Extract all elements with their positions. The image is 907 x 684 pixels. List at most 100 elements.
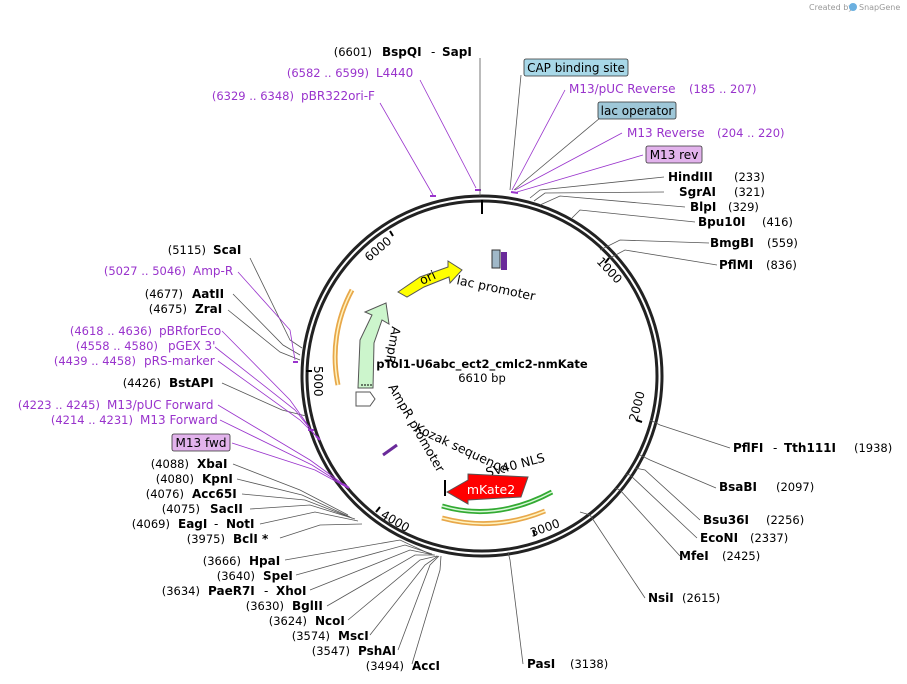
- tick-4000-mark: [375, 506, 381, 513]
- site-bsu36i: Bsu36I: [703, 513, 749, 527]
- right-site-labels: HindIII (233) SgrAI (321) BlpI (329) Bpu…: [527, 170, 892, 671]
- lac-operator-label: lac operator: [601, 104, 674, 118]
- tick-2000-mark: [635, 419, 643, 423]
- lac-promoter-label: lac promoter: [455, 272, 537, 303]
- site-blpi-pos: (329): [728, 200, 759, 214]
- m13-rev-box: [645, 145, 703, 164]
- plasmid-name: pTol1-U6abc_ect2_cmlc2-nmKate: [376, 357, 588, 372]
- site-sapi: SapI: [442, 45, 472, 59]
- site-sacii: SacII: [210, 502, 243, 516]
- tick-5000: 5000: [311, 366, 325, 397]
- site-pshai-pos: (3547): [312, 644, 350, 658]
- primer-m13-reverse: M13 Reverse: [627, 126, 705, 140]
- ampr-promoter-mark: [382, 443, 398, 457]
- credit-text: Created by: [809, 3, 853, 12]
- snapgene-logo-icon: [849, 3, 857, 11]
- site-hpai: HpaI: [249, 554, 280, 568]
- site-xbai-pos: (4088): [151, 457, 189, 471]
- site-econi-pos: (2337): [750, 531, 788, 545]
- right-leaders: [479, 58, 731, 665]
- site-acc65i: Acc65I: [192, 487, 237, 501]
- ori-feature: [397, 260, 463, 298]
- site-hindiii: HindIII: [668, 170, 713, 184]
- primer-pbrforeco-range: (4618 .. 4636): [70, 324, 152, 338]
- primer-prs-marker-range: (4439 .. 4458): [54, 354, 136, 368]
- site-acc65i-pos: (4076): [146, 487, 184, 501]
- site-econi: EcoNI: [700, 531, 738, 545]
- site-bstapi-pos: (4426): [123, 376, 161, 390]
- site-spei: SpeI: [263, 569, 293, 583]
- box-leaders: [509, 74, 601, 191]
- site-tth111i-pos: (1938): [854, 441, 892, 455]
- site-sacii-pos: (4075): [162, 502, 200, 516]
- site-tth111i: Tth111I: [784, 441, 836, 455]
- cap-binding-box: [523, 58, 629, 77]
- primer-prs-marker: pRS-marker: [144, 354, 215, 368]
- m13-fwd-box: [171, 433, 231, 452]
- site-kpni: KpnI: [202, 472, 233, 486]
- site-pflmi-pos: (836): [766, 258, 797, 272]
- site-bsabi-pos: (2097): [776, 480, 814, 494]
- tick-4000: 4000: [379, 507, 412, 534]
- ampr-feature: [357, 302, 390, 389]
- site-paer7i-pos: (3634): [162, 584, 200, 598]
- site-pasi-pos: (3138): [570, 657, 608, 671]
- tick-3000: 3000: [528, 516, 561, 540]
- primer-pbrforeco: pBRforEco: [159, 324, 221, 338]
- primer-mark-m13fwd: [342, 483, 350, 489]
- ampr-label: AmpR: [383, 325, 404, 365]
- tick-6000-mark: [389, 230, 394, 237]
- primer-mark-m13rev: [510, 191, 519, 194]
- site-nsii: NsiI: [648, 591, 674, 605]
- site-zrai-pos: (4675): [149, 302, 187, 316]
- site-ncoi: NcoI: [315, 614, 345, 628]
- primer-ampr: Amp-R: [193, 264, 233, 278]
- site-sgrai-pos: (321): [734, 185, 765, 199]
- primer-pbr322ori-range: (6329 .. 6348): [212, 89, 294, 103]
- site-zrai: ZraI: [195, 302, 222, 316]
- primer-pgex: pGEX 3': [168, 339, 215, 353]
- mkate2-feature: [445, 473, 529, 505]
- orange-arc-left-core: [334, 289, 353, 386]
- credit-brand: SnapGene: [859, 3, 900, 12]
- site-sgrai: SgrAI: [679, 185, 716, 199]
- site-bpu10i: Bpu10I: [698, 215, 745, 229]
- orange-arc-left: [332, 288, 355, 386]
- site-aatii-pos: (4677): [145, 287, 183, 301]
- lac-promoter-mark: [501, 252, 507, 270]
- site-bpu10i-pos: (416): [762, 215, 793, 229]
- site-eagi-pos: (4069): [132, 517, 170, 531]
- site-pasi: PasI: [527, 657, 555, 671]
- site-mfei-pos: (2425): [722, 549, 760, 563]
- primer-l4440-range: (6582 .. 6599): [287, 66, 369, 80]
- site-pflfi-sep: -: [773, 441, 777, 455]
- site-bspqi: BspQI: [382, 45, 422, 59]
- cap-binding-label: CAP binding site: [527, 61, 625, 75]
- primer-m13-forward-range: (4214 .. 4231): [51, 413, 133, 427]
- site-paer7i-sep: -: [264, 584, 268, 598]
- site-scai-pos: (5115): [168, 243, 206, 257]
- primer-pgex-range: (4558 .. 4580): [76, 339, 158, 353]
- site-bspqi-pos: (6601): [334, 45, 372, 59]
- site-bglii: BglII: [292, 599, 323, 613]
- site-msci-pos: (3574): [292, 629, 330, 643]
- tick-1000-mark: [604, 257, 610, 264]
- primer-m13puc-rev-range: (185 .. 207): [689, 82, 757, 96]
- lac-operator-box: [597, 101, 677, 120]
- sv40-arc-core: [441, 491, 553, 513]
- site-aatii: AatII: [192, 287, 224, 301]
- tick-3000-mark: [532, 529, 536, 537]
- site-spei-pos: (3640): [217, 569, 255, 583]
- primer-ampr-range: (5027 .. 5046): [104, 264, 186, 278]
- primer-leaders: [214, 79, 644, 489]
- orange-arc-bottom-core: [441, 510, 546, 525]
- site-bspqi-sep: -: [431, 45, 435, 59]
- site-bstapi: BstAPI: [169, 376, 214, 390]
- ampr-promoter-feature: [355, 391, 376, 407]
- m13-fwd-label: M13 fwd: [176, 436, 227, 450]
- site-ncoi-pos: (3624): [269, 614, 307, 628]
- site-bmgbi: BmgBI: [710, 236, 754, 250]
- site-hindiii-pos: (233): [734, 170, 765, 184]
- site-bcli: BclI *: [233, 532, 269, 546]
